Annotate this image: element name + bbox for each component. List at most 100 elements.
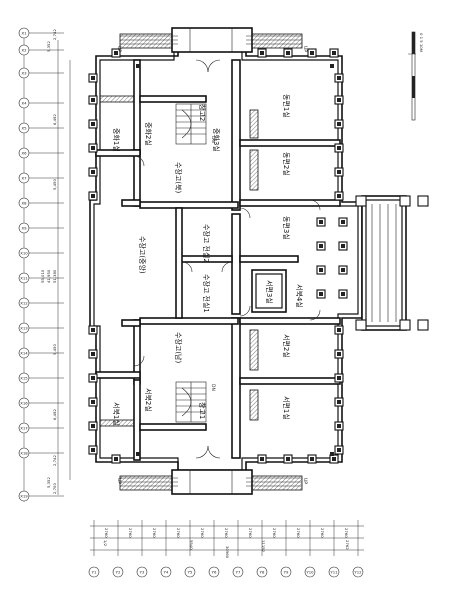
- dim-row1-label: 2760: [296, 528, 301, 538]
- pilaster-core: [337, 328, 341, 332]
- pilaster-core: [91, 424, 95, 428]
- dn-marker-north: DN: [210, 136, 216, 143]
- dim-label: 6,492: [52, 114, 57, 125]
- dn-marker-south: DN: [210, 384, 216, 391]
- pilaster-core: [91, 448, 95, 452]
- dim-row2-label: 11152: [261, 540, 266, 553]
- south-staircase: [175, 381, 207, 423]
- dim-row1-label: 2760: [200, 528, 205, 538]
- grid-bubble-label: X9: [21, 225, 27, 230]
- room-seobok4: 서북4실: [295, 284, 304, 308]
- grid-bubble-label: X8: [21, 200, 27, 205]
- dim-row2-label: 1/2: [103, 540, 108, 547]
- pilaster-core: [319, 220, 323, 224]
- pilaster-core: [91, 122, 95, 126]
- grid-bubble-label: Y1: [92, 569, 97, 574]
- grid-bubble-label: Y11: [330, 569, 338, 574]
- pilaster-core: [332, 457, 336, 461]
- pilaster-core: [319, 268, 323, 272]
- pilaster-core: [91, 376, 95, 380]
- grid-bubble-label: X18: [20, 450, 28, 455]
- grid-bubble-label: X5: [21, 125, 27, 130]
- grid-bubble-label: X16: [20, 400, 28, 405]
- grid-bubble-label: X17: [20, 425, 28, 430]
- grid-bubble-label: X15: [20, 375, 28, 380]
- grid-bubble: [112, 566, 124, 578]
- grid-bubble: [304, 566, 316, 578]
- room-changgo1: 창고1: [198, 402, 206, 419]
- grid-bubble-label: X19: [20, 493, 28, 498]
- room-dongpyeon1: 동편1실: [282, 94, 291, 118]
- dim-row1-label: 2760: [272, 528, 277, 538]
- up-marker-nw: UP: [116, 46, 122, 52]
- dim-label: 5,352: [46, 477, 51, 488]
- dim-row1-label: 2760: [176, 528, 181, 538]
- room-seopyeon1: 서편1실: [282, 396, 291, 420]
- dim-label: 5,352: [46, 41, 51, 52]
- grid-bubble-label: X3: [21, 70, 27, 75]
- dim-label: 2,700: [52, 483, 57, 494]
- pilaster-core: [319, 244, 323, 248]
- pilaster-core: [310, 51, 314, 55]
- room-seopyeon3: 서편3실: [265, 280, 274, 304]
- up-marker-ne: UP: [302, 46, 308, 52]
- pilaster-core: [337, 76, 341, 80]
- room-jeonghwa2: 중화2실: [144, 122, 153, 146]
- pilaster-core: [319, 292, 323, 296]
- grid-bubble-label: Y9: [284, 569, 289, 574]
- grid-bubble-label: X12: [20, 300, 28, 305]
- pilaster-core: [337, 352, 341, 356]
- grid-bubble-label: X7: [21, 175, 27, 180]
- grid-bubble-label: X2: [21, 47, 27, 52]
- pilaster-core: [337, 424, 341, 428]
- dim-total: 30560: [225, 546, 230, 559]
- dim-label-total: 41,950: [46, 269, 51, 283]
- grid-bubble-label: X6: [21, 150, 27, 155]
- pilaster-core: [341, 220, 345, 224]
- room-labels: 중화1실 중화2실 창고2 수장고(북) 수장고(중앙) 수장고 전실2 수장고…: [112, 94, 304, 426]
- room-sujanggo-hall2: 수장고 전실2: [202, 224, 211, 263]
- north-staircase: [175, 103, 207, 145]
- scale-bar: 0 1 5 10M: [408, 31, 424, 121]
- pilaster-core: [286, 457, 290, 461]
- grid-bubble-label: X10: [20, 250, 28, 255]
- room-sujanggo-south: 수장고(남): [174, 332, 183, 363]
- room-sujanggo-center: 수장고(중앙): [138, 236, 147, 274]
- up-marker-sw: UP: [116, 478, 122, 484]
- pilaster-core: [260, 457, 264, 461]
- grid-bubble-label: X11: [20, 275, 28, 280]
- pilaster-core: [337, 98, 341, 102]
- grid-bubble-label: X14: [20, 350, 28, 355]
- room-dongpyeon2: 동편2실: [282, 152, 291, 176]
- pilaster-core: [337, 146, 341, 150]
- dim-label: 2,742: [52, 455, 57, 466]
- pilaster-core: [91, 170, 95, 174]
- pilaster-core: [91, 328, 95, 332]
- dim-row1-label: 2760: [152, 528, 157, 538]
- grid-bubble: [256, 566, 268, 578]
- grid-bubble-label: Y3: [140, 569, 145, 574]
- pilaster-core: [310, 457, 314, 461]
- room-sujanggo-north: 수장고(북): [174, 162, 183, 193]
- grid-bubble-label: Y6: [212, 569, 217, 574]
- grid-bubble-label: Y12: [354, 569, 362, 574]
- scale-bar-label: 0 1 5 10M: [419, 33, 424, 52]
- grid-bubble: [184, 566, 196, 578]
- grid-bubble: [352, 566, 364, 578]
- grid-bubble: [208, 566, 220, 578]
- pilaster-core: [114, 457, 118, 461]
- grid-bubble-label: X13: [20, 325, 28, 330]
- pilaster-core: [337, 400, 341, 404]
- room-jeonghwa3: 중화3실: [212, 128, 221, 152]
- grid-bubble-label: Y5: [188, 569, 193, 574]
- pilaster-core: [286, 51, 290, 55]
- pilaster-core: [91, 98, 95, 102]
- grid-bubble: [328, 566, 340, 578]
- grid-bubble-label: Y7: [236, 569, 241, 574]
- grid-bubble-label: Y10: [306, 569, 314, 574]
- pilaster-core: [332, 51, 336, 55]
- pilaster-core: [91, 146, 95, 150]
- pilaster-core: [91, 400, 95, 404]
- pilaster-core: [260, 51, 264, 55]
